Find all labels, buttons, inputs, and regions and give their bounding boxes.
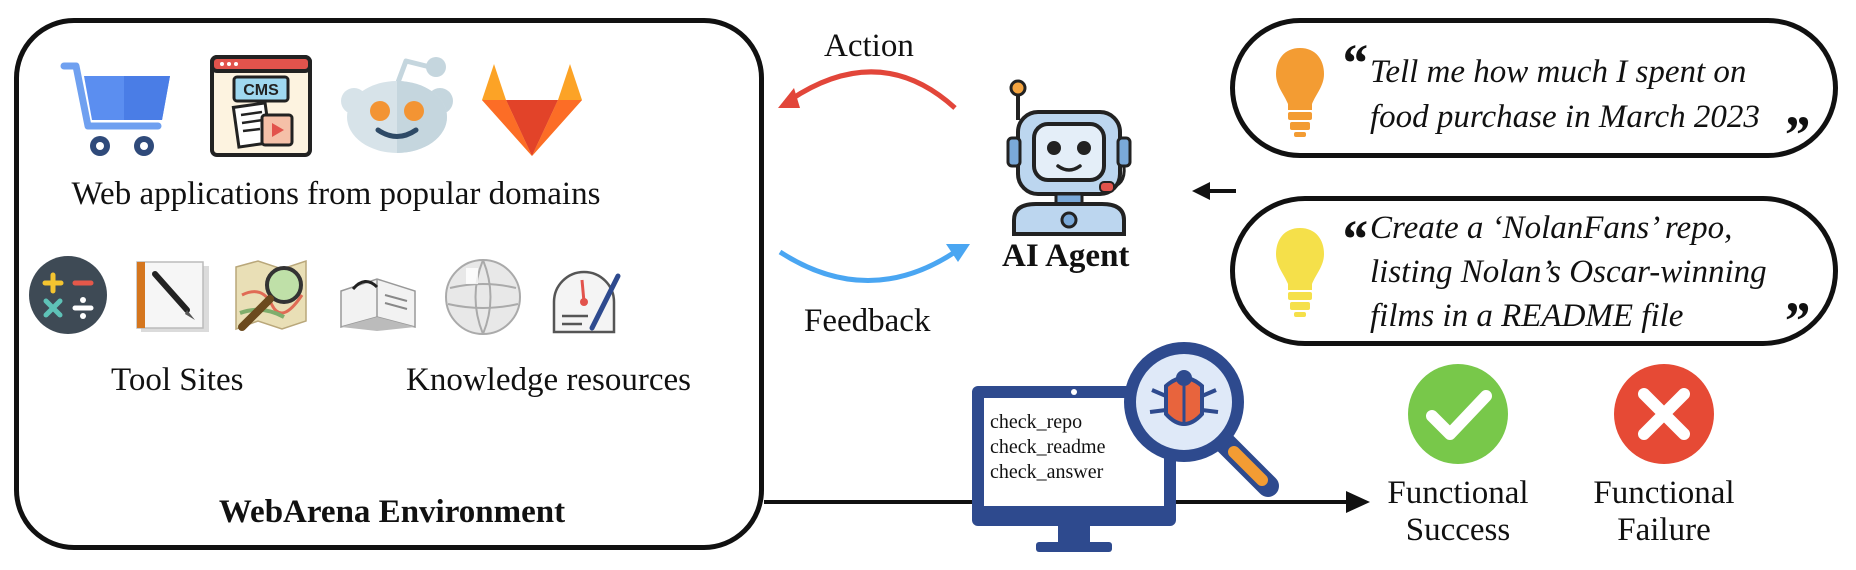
monitor-icon <box>972 386 1176 552</box>
intent-1-line-2: food purchase in March 2023 <box>1370 99 1760 135</box>
lightbulb-icon-2 <box>1276 228 1324 317</box>
intent-2-line-1: Create a ‘NolanFans’ repo, <box>1370 210 1733 246</box>
action-arrowhead <box>778 88 800 108</box>
check-repo-text: check_repo <box>990 411 1083 433</box>
intent-bubble-1 <box>1230 18 1838 158</box>
cms-badge-text: CMS <box>243 82 279 99</box>
robot-agent-icon <box>1006 79 1132 236</box>
check-answer-text: check_answer <box>990 461 1104 483</box>
action-label: Action <box>824 28 914 64</box>
feedback-arrowhead <box>946 244 970 262</box>
close-quote-2: ” <box>1782 291 1809 351</box>
reddit-icon <box>341 57 453 153</box>
failure-cross-icon <box>1614 364 1714 464</box>
cms-icon: CMS <box>210 55 312 157</box>
map-search-icon <box>235 259 307 331</box>
open-quote-2: “ <box>1340 209 1367 269</box>
evaluation-arrowhead <box>1346 491 1370 513</box>
intent-2-line-3: films in a README file <box>1370 298 1684 334</box>
feedback-label: Feedback <box>804 303 931 339</box>
bug-inspector-icon <box>1124 342 1279 497</box>
success-label-line-1: Functional <box>1387 475 1529 511</box>
wikipedia-globe-icon <box>445 259 521 335</box>
webarena-environment-box <box>14 18 764 550</box>
calculator-icon <box>29 256 107 334</box>
knowledge-resources-label: Knowledge resources <box>406 362 691 398</box>
close-quote-1: ” <box>1782 105 1809 165</box>
bulb-glass <box>1276 48 1324 110</box>
gauge-document-icon <box>552 270 621 334</box>
intent-arrowhead <box>1192 182 1210 200</box>
ai-agent-label: AI Agent <box>1002 238 1130 274</box>
failure-label-line-1: Functional <box>1593 475 1735 511</box>
tool-sites-label: Tool Sites <box>111 362 244 398</box>
notebook-pen-icon <box>136 261 209 332</box>
lightbulb-icon <box>1276 48 1324 137</box>
gitlab-icon <box>482 64 582 156</box>
open-quote-1: “ <box>1340 33 1367 93</box>
failure-label-line-2: Failure <box>1617 512 1711 548</box>
feedback-arrow <box>778 247 960 283</box>
intent-1-line-1: Tell me how much I spent on <box>1370 54 1747 90</box>
intent-bubble-2 <box>1230 196 1838 346</box>
web-apps-label: Web applications from popular domains <box>71 176 601 212</box>
shopping-cart-icon <box>60 62 170 156</box>
dictionary-book-icon <box>340 278 416 331</box>
check-readme-text: check_readme <box>990 436 1106 458</box>
intent-2-line-2: listing Nolan’s Oscar-winning <box>1370 254 1767 290</box>
success-label-line-2: Success <box>1405 512 1511 548</box>
success-check-icon <box>1408 364 1508 464</box>
action-arrow <box>788 69 957 110</box>
environment-title: WebArena Environment <box>218 494 566 530</box>
